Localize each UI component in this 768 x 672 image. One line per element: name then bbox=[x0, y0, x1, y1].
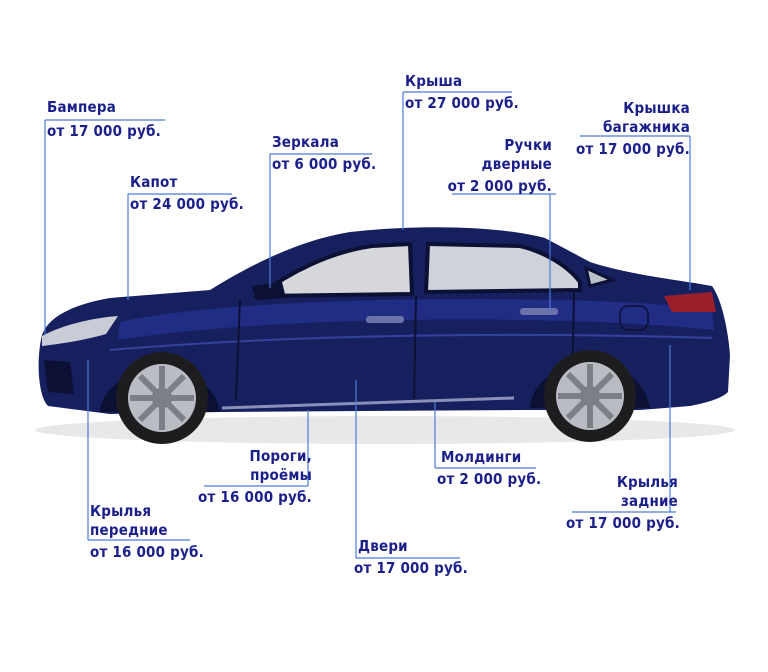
label-front-fenders-title1: Крылья bbox=[90, 502, 152, 520]
label-roof: Крыша от 27 000 руб. bbox=[405, 72, 519, 113]
taillight bbox=[664, 292, 716, 312]
label-hood: Капот от 24 000 руб. bbox=[130, 173, 244, 214]
label-handles: Ручки дверные от 2 000 руб. bbox=[446, 136, 552, 196]
label-front-fenders-price: от 16 000 руб. bbox=[90, 543, 204, 561]
front-grille bbox=[44, 360, 74, 394]
label-handles-title2: дверные bbox=[481, 155, 552, 173]
door-handle-rear bbox=[520, 308, 558, 315]
headlight bbox=[42, 316, 118, 346]
label-sills-title1: Пороги, bbox=[249, 447, 312, 465]
label-trunk-price: от 17 000 руб. bbox=[576, 140, 690, 158]
label-roof-price: от 27 000 руб. bbox=[405, 94, 519, 112]
door-seam-front bbox=[235, 299, 241, 401]
label-sills-title2: проёмы bbox=[250, 466, 312, 484]
window-quarter bbox=[583, 265, 617, 288]
label-bumper-title: Бампера bbox=[47, 98, 117, 116]
label-moldings-price: от 2 000 руб. bbox=[437, 470, 542, 488]
label-bumper: Бампера от 17 000 руб. bbox=[47, 98, 161, 141]
label-front-fenders-title2: передние bbox=[90, 521, 168, 539]
label-doors: Двери от 17 000 руб. bbox=[354, 537, 468, 578]
label-mirrors: Зеркала от 6 000 руб. bbox=[272, 133, 376, 174]
label-moldings: Молдинги от 2 000 руб. bbox=[437, 448, 541, 489]
label-sills-price: от 16 000 руб. bbox=[198, 488, 312, 506]
label-rear-fenders-title1: Крылья bbox=[616, 473, 678, 491]
label-trunk-title2: багажника bbox=[603, 118, 690, 136]
wheel-front bbox=[116, 352, 208, 444]
sill-chrome bbox=[221, 396, 515, 410]
label-hood-title: Капот bbox=[130, 173, 178, 191]
label-trunk-title1: Крышка bbox=[623, 99, 690, 117]
label-rear-fenders-title2: задние bbox=[621, 492, 678, 510]
label-trunk: Крышка багажника от 17 000 руб. bbox=[574, 99, 690, 159]
fuel-cap bbox=[619, 305, 649, 331]
wheel-rear bbox=[544, 350, 636, 442]
label-bumper-price: от 17 000 руб. bbox=[47, 122, 161, 140]
door-handle-front bbox=[366, 316, 404, 323]
label-roof-title: Крыша bbox=[405, 72, 463, 90]
label-rear-fenders-price: от 17 000 руб. bbox=[566, 514, 680, 532]
label-sills: Пороги, проёмы от 16 000 руб. bbox=[198, 447, 312, 507]
label-doors-title: Двери bbox=[358, 537, 408, 555]
side-mirror bbox=[252, 282, 286, 300]
label-hood-price: от 24 000 руб. bbox=[130, 195, 244, 213]
side-line bbox=[109, 333, 713, 351]
label-moldings-title: Молдинги bbox=[441, 448, 522, 466]
label-mirrors-title: Зеркала bbox=[272, 133, 340, 151]
label-front-fenders: Крылья передние от 16 000 руб. bbox=[90, 502, 204, 562]
label-doors-price: от 17 000 руб. bbox=[354, 559, 468, 577]
label-rear-fenders: Крылья задние от 17 000 руб. bbox=[566, 473, 680, 533]
window-rear bbox=[423, 241, 582, 295]
label-mirrors-price: от 6 000 руб. bbox=[272, 155, 377, 173]
door-seam-middle bbox=[413, 295, 417, 403]
label-handles-price: от 2 000 руб. bbox=[447, 177, 552, 195]
label-handles-title1: Ручки bbox=[504, 136, 552, 154]
